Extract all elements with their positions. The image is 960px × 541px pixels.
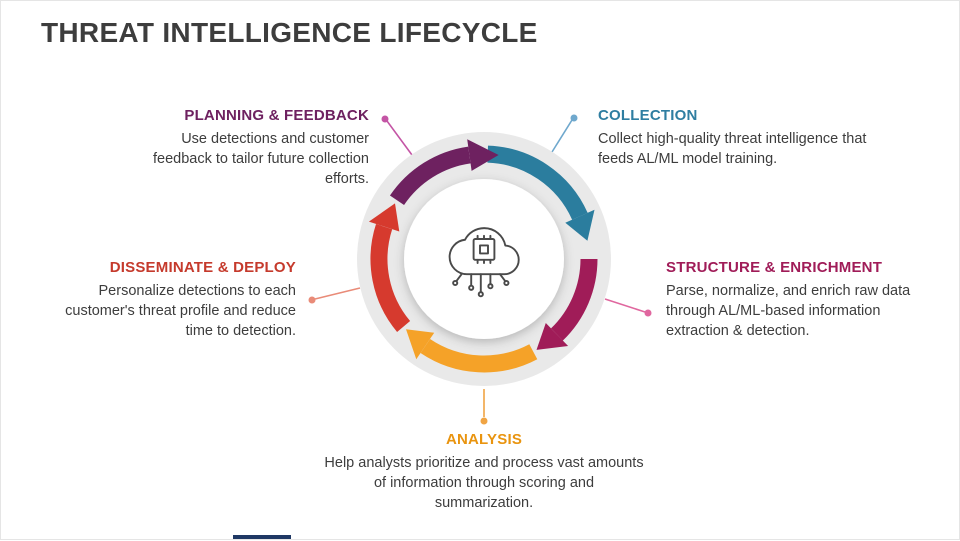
disseminate-description: Personalize detections to each customer'… [65,283,296,339]
cloud-ai-icon [448,227,520,298]
stage-planning-feedback: PLANNING & FEEDBACK Use detections and c… [129,107,369,189]
stage-disseminate-deploy: DISSEMINATE & DEPLOY Personalize detecti… [61,259,296,341]
planning-description: Use detections and customer feedback to … [152,131,369,187]
disseminate-arrow-arc [370,223,411,332]
collection-description: Collect high-quality threat intelligence… [598,131,867,167]
chip-core [479,244,489,255]
structure-description: Parse, normalize, and enrich raw data th… [666,283,911,339]
stage-structure-enrichment: STRUCTURE & ENRICHMENT Parse, normalize,… [666,259,934,341]
collection-arrow-arc [487,145,588,220]
structure-arrowhead [536,323,569,350]
planning-arrowhead [467,139,499,171]
disseminate-arrowhead [368,203,400,232]
stage-collection: COLLECTION Collect high-quality threat i… [598,107,898,169]
collection-arrowhead [565,209,595,241]
disseminate-connector-dot [308,296,316,304]
structure-heading: STRUCTURE & ENRICHMENT [666,259,883,276]
structure-arrow-arc [550,258,598,341]
analysis-arrowhead [406,329,435,360]
analysis-heading: ANALYSIS [445,431,523,448]
disseminate-heading: DISSEMINATE & DEPLOY [109,259,296,276]
structure-connector-dot [644,309,652,317]
analysis-description: Help analysts prioritize and process vas… [324,455,644,511]
planning-arrow-arc [389,146,471,206]
cloud-outline [448,227,520,276]
footer-accent-bar [233,535,291,539]
analysis-arrow-arc [420,338,538,373]
lifecycle-ring-diagram [357,132,611,386]
stage-analysis: ANALYSIS Help analysts prioritize and pr… [324,431,644,513]
page-title: THREAT INTELLIGENCE LIFECYCLE [41,17,538,48]
collection-heading: COLLECTION [598,107,698,124]
analysis-connector-dot [480,417,488,425]
planning-heading: PLANNING & FEEDBACK [184,107,369,124]
